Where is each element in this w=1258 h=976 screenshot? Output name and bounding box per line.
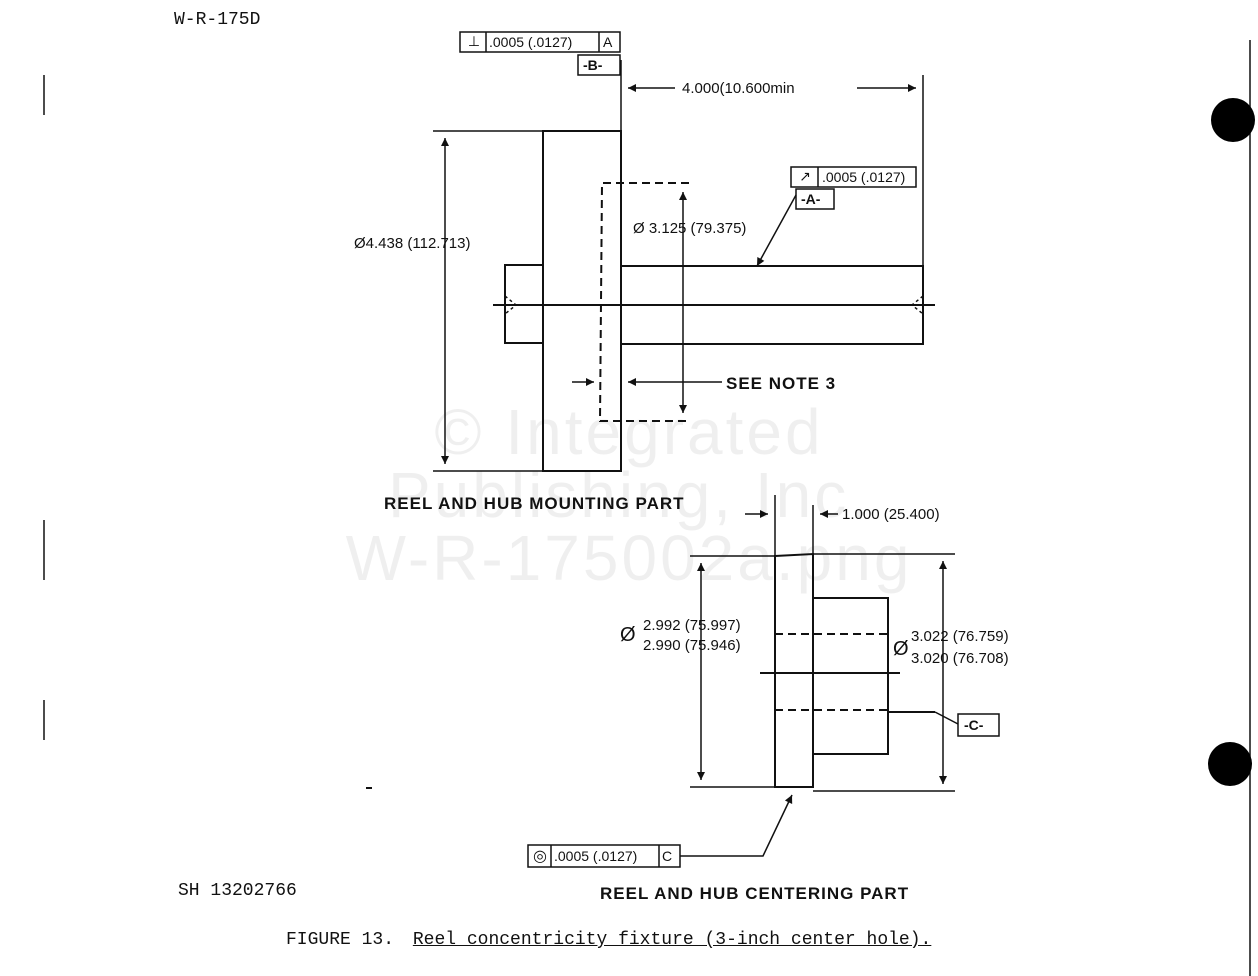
concentricity-icon: ◎ [533,848,547,865]
fcf-conc-tolerance: .0005 (.0127) [554,848,638,864]
fcf-perp-frame [459,31,621,53]
diameter-icon: Ø [893,638,909,660]
datum-c-tie [934,711,959,725]
dim-3125: Ø 3.125 (79.375) [633,220,747,237]
dim-3020-lower: 3.020 (76.708) [911,650,1009,667]
center-hole-right [910,295,924,315]
punch-hole-bottom [1208,742,1252,786]
mounting-part-title: REEL AND HUB MOUNTING PART [384,494,685,513]
diameter-icon: Ø [633,220,645,237]
note-3-label: SEE NOTE 3 [726,374,837,393]
fcf-conc-datum: C [662,848,673,864]
diameter-icon: Ø [354,235,366,252]
figure-caption: Reel concentricity fixture (3-inch cente… [412,930,932,950]
length-dimension: 4.000(10.600min [682,80,795,97]
centering-flange [774,552,814,788]
runout-icon: ↗ [799,168,811,184]
datum-c-label: -C- [964,717,984,733]
datum-b-label: -B- [583,57,603,73]
watermark-line-1: © Integrated [434,396,824,468]
dim-2990-lower: 2.990 (75.946) [643,637,741,654]
fcf-perp-tolerance: .0005 (.0127) [489,34,573,50]
figure-number: FIGURE 13. [286,930,395,950]
datum-c-frame [957,713,1000,737]
datum-b-frame [577,54,621,76]
fcf-perp-datum: A [603,34,613,50]
leader-conc [680,794,793,857]
fcf-runout-frame [790,166,917,188]
centering-part-title: REEL AND HUB CENTERING PART [600,884,910,903]
figure-label: FIGURE 13. Reel concentricity fixture (3… [286,930,931,950]
diameter-icon: Ø [620,624,636,646]
punch-hole-top [1211,98,1255,142]
watermark-line-3: W-R-175002a.png [345,522,913,594]
document-id: W-R-175D [174,10,261,30]
dim-2992-upper: 2.992 (75.997) [643,617,741,634]
center-hole-left [504,295,518,315]
datum-a-frame [795,188,835,210]
centering-body [813,597,889,755]
dim-4438: Ø4.438 (112.713) [354,235,471,252]
datum-a-label: -A- [801,191,821,207]
dim-3022-upper: 3.022 (76.759) [911,628,1009,645]
leader-datum-a [756,194,797,267]
fcf-runout-tolerance: .0005 (.0127) [822,169,906,185]
hidden-pilot [598,182,689,422]
sheet-id: SH 13202766 [178,881,297,901]
perpendicularity-icon: ⊥ [467,33,481,49]
dim-1000: 1.000 (25.400) [842,506,940,523]
